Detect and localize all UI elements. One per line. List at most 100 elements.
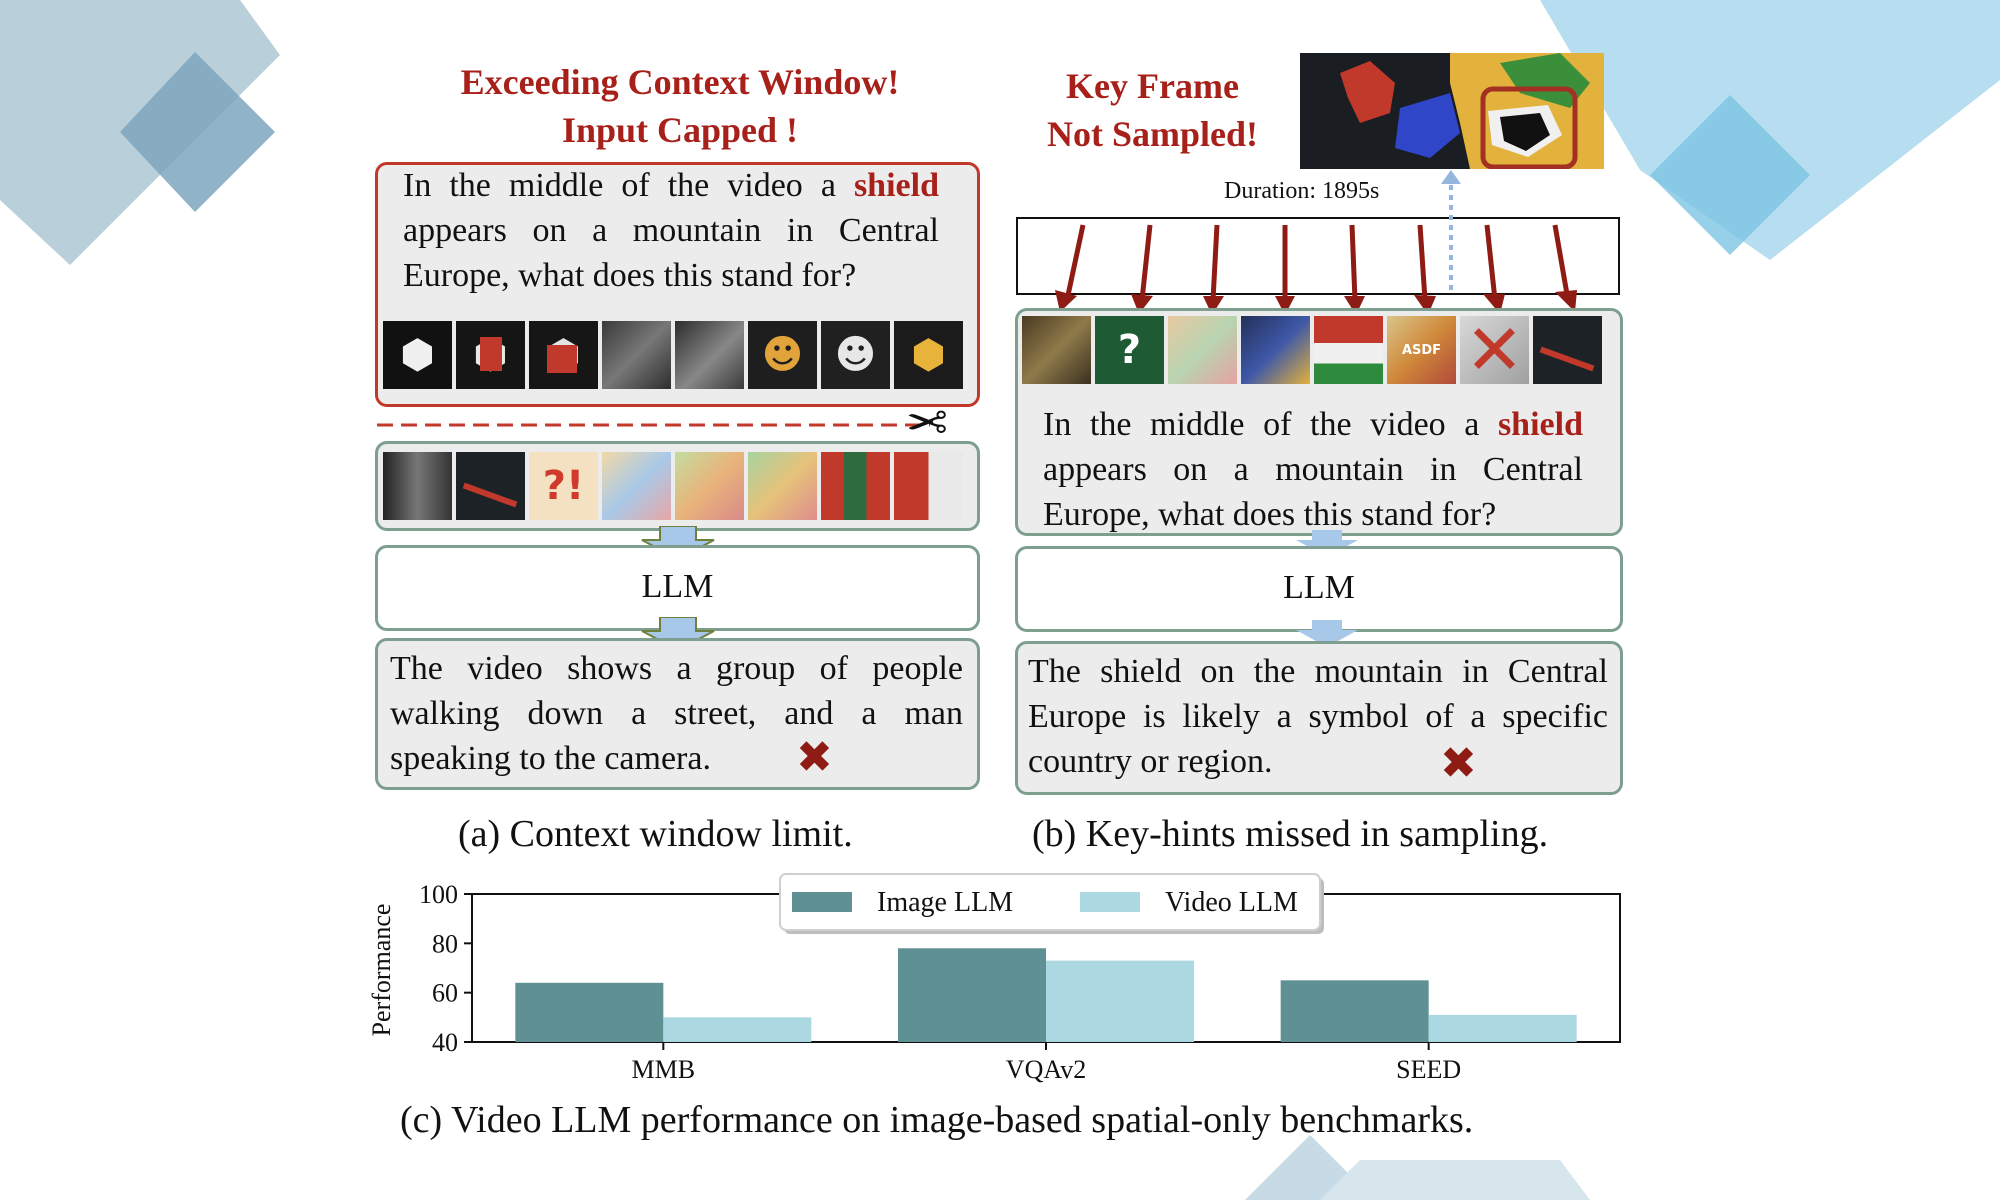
panel-b-question-line3: Europe, what does this stand for? bbox=[1043, 496, 1497, 533]
duration-label: Duration: 1895s bbox=[1224, 178, 1380, 204]
sampling-arrow bbox=[1131, 224, 1153, 314]
frame-thumbnail: ASDF bbox=[1387, 316, 1456, 384]
sampling-arrow bbox=[1552, 224, 1577, 312]
cross-mark-icon: ✖ bbox=[796, 732, 833, 783]
panel-b-llm-box bbox=[1015, 546, 1623, 632]
panel-b-caption: (b) Key-hints missed in sampling. bbox=[1032, 813, 1549, 855]
panel-b-question-line2: appears on a mountain in Central bbox=[1043, 451, 1583, 488]
panel-a-answer-line1: The video shows a group of people bbox=[390, 650, 963, 687]
panel-b-llm-label: LLM bbox=[1283, 569, 1355, 606]
cross-out-icon: ✕ bbox=[1465, 316, 1524, 384]
frame-thumbnail bbox=[383, 452, 452, 520]
deco-diamond-topleft bbox=[120, 52, 275, 212]
x-tick-label: MMB bbox=[632, 1055, 696, 1084]
deco-shape-bottom-2 bbox=[1320, 1160, 1590, 1200]
sampling-arrow bbox=[1344, 224, 1365, 315]
y-axis-label: Performance bbox=[367, 904, 396, 1037]
deco-diamond-topright bbox=[1650, 95, 1810, 255]
legend-swatch bbox=[1080, 892, 1140, 912]
frame-thumbnail bbox=[456, 452, 525, 520]
panel-a-caption: (a) Context window limit. bbox=[458, 813, 853, 855]
frame-thumbnail: ⬢ bbox=[383, 321, 452, 389]
panel-b-answer-line3: country or region. bbox=[1028, 743, 1273, 780]
panel-b-question-line1: In the middle of the video a shield bbox=[1043, 406, 1583, 443]
bar bbox=[1046, 960, 1194, 1042]
panel-b-warning: Key Frame Not Sampled! bbox=[1020, 62, 1285, 158]
frame-thumbnail bbox=[675, 452, 744, 520]
frame-thumbnail bbox=[602, 452, 671, 520]
panel-a-warning-line1: Exceeding Context Window! bbox=[460, 62, 900, 102]
panel-a-answer-box bbox=[375, 638, 980, 790]
frame-thumbnail bbox=[675, 321, 744, 389]
frame-thumbnail bbox=[1314, 316, 1383, 384]
frame-thumbnail bbox=[1533, 316, 1602, 384]
panel-b-question: In the middle of the video a shield appe… bbox=[1043, 402, 1583, 537]
bar bbox=[1428, 1014, 1577, 1042]
panel-a-question-line2: appears on a mountain in Central bbox=[403, 212, 939, 249]
panel-b-answer-line2: Europe is likely a symbol of a specific bbox=[1028, 698, 1608, 735]
frame-thumbnail bbox=[894, 452, 963, 520]
frame-thumbnail bbox=[1168, 316, 1237, 384]
panel-a-warning: Exceeding Context Window! Input Capped ! bbox=[380, 58, 980, 154]
down-arrow bbox=[1296, 530, 1358, 557]
frame-label: ? bbox=[1117, 327, 1142, 373]
sampling-arrow bbox=[1203, 224, 1224, 315]
panel-a-warning-line2: Input Capped ! bbox=[561, 110, 799, 150]
frame-thumbnail: ?! bbox=[529, 452, 598, 520]
x-tick-label: VQAv2 bbox=[1006, 1055, 1086, 1084]
panel-b-answer: The shield on the mountain in Central Eu… bbox=[1028, 649, 1608, 784]
frame-thumbnail: ⬢ bbox=[456, 321, 525, 389]
panel-a-question: In the middle of the video a shield appe… bbox=[403, 163, 939, 298]
frame-thumbnail bbox=[1022, 316, 1091, 384]
frame-thumbnail: ? bbox=[1095, 316, 1164, 384]
deco-shape-topright bbox=[1540, 0, 2000, 260]
frame-thumbnail bbox=[748, 452, 817, 520]
panel-a-llm-label: LLM bbox=[641, 568, 714, 605]
panel-a-answer: The video shows a group of people walkin… bbox=[390, 646, 963, 781]
y-tick-label: 40 bbox=[432, 1028, 458, 1057]
bar bbox=[898, 948, 1046, 1042]
panel-a-question-line1: In the middle of the video a shield bbox=[403, 167, 939, 204]
frame-thumbnail: ⬢ bbox=[894, 321, 963, 389]
frame-label: ASDF bbox=[1401, 342, 1442, 358]
sampling-arrow bbox=[1055, 224, 1086, 312]
legend-box bbox=[779, 873, 1321, 931]
sampling-arrow bbox=[1275, 225, 1295, 315]
cut-line bbox=[377, 423, 930, 427]
cross-mark-icon: ✖ bbox=[1440, 738, 1477, 789]
panel-a-question-line3: Europe, what does this stand for? bbox=[403, 257, 857, 294]
panel-b-question-highlight: shield bbox=[1497, 406, 1583, 443]
panel-a-frames-bottom: ?! bbox=[383, 452, 963, 520]
panel-a-question-highlight: shield bbox=[853, 167, 939, 204]
panel-b-answer-line1: The shield on the mountain in Central bbox=[1028, 653, 1608, 690]
bar bbox=[663, 1017, 812, 1042]
panel-a-answer-line3: speaking to the camera. bbox=[390, 740, 711, 777]
panel-c-caption: (c) Video LLM performance on image-based… bbox=[400, 1099, 1474, 1141]
frame-thumbnail: ☻ bbox=[821, 321, 890, 389]
sampling-timeline bbox=[1016, 170, 1620, 315]
dotted-up-arrow bbox=[1441, 170, 1461, 290]
legend-label: Image LLM bbox=[877, 887, 1013, 918]
key-frame-map bbox=[1300, 53, 1604, 169]
y-tick-label: 100 bbox=[419, 880, 458, 909]
down-arrow bbox=[1296, 620, 1358, 647]
x-tick-label: SEED bbox=[1396, 1055, 1461, 1084]
panel-b-warning-line2: Not Sampled! bbox=[1046, 114, 1258, 154]
legend-swatch bbox=[792, 892, 852, 912]
frame-thumbnail bbox=[602, 321, 671, 389]
bar bbox=[1280, 980, 1429, 1042]
y-tick-label: 80 bbox=[432, 929, 458, 958]
panel-a-frames-top: ⬢ ⬢ ⬢ ☻ ☻ ⬢ bbox=[383, 321, 963, 389]
bar bbox=[515, 982, 664, 1042]
frame-thumbnail: ☻ bbox=[748, 321, 817, 389]
panel-b-warning-line1: Key Frame bbox=[1066, 66, 1239, 106]
frame-thumbnail bbox=[821, 452, 890, 520]
panel-a-answer-line2: walking down a street, and a man bbox=[390, 695, 963, 732]
y-tick-label: 60 bbox=[432, 979, 458, 1008]
frame-thumbnail: ✕ bbox=[1460, 316, 1529, 384]
sampling-arrow bbox=[1414, 224, 1436, 315]
legend-label: Video LLM bbox=[1165, 887, 1298, 918]
